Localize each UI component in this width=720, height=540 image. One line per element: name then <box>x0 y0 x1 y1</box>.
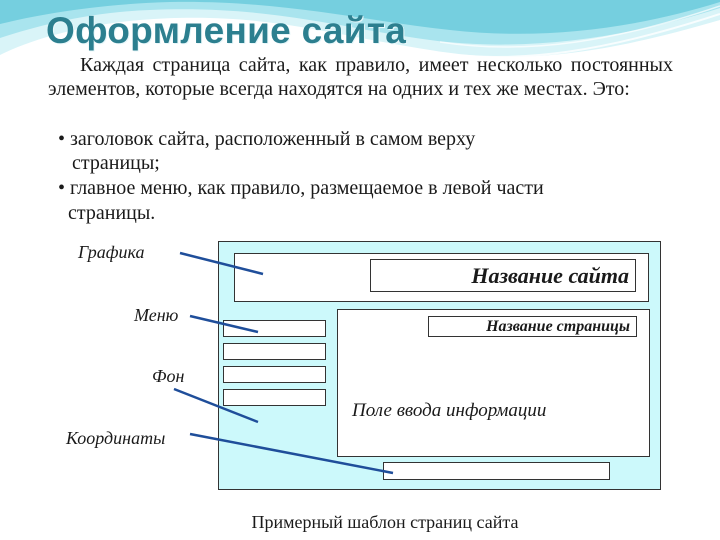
label-coordinates: Координаты <box>66 428 166 448</box>
template-input-field-label: Поле ввода информации <box>352 400 547 421</box>
template-menu-item <box>223 343 326 360</box>
template-site-name: Название сайта <box>370 259 636 292</box>
label-menu: Меню <box>134 305 179 325</box>
intro-paragraph: Каждая страница сайта, как правило, имее… <box>48 53 673 101</box>
diagram-caption: Примерный шаблон страниц сайта <box>251 512 519 532</box>
slide-title: Оформление сайта <box>46 10 407 51</box>
label-background: Фон <box>152 366 185 386</box>
template-page-name: Название страницы <box>428 316 637 337</box>
bullet-1-line-2: страницы; <box>72 152 160 174</box>
bullet-2-line-1: • главное меню, как правило, размещаемое… <box>58 177 544 199</box>
bullet-2-line-2: страницы. <box>68 202 156 224</box>
template-menu-item <box>223 320 326 337</box>
bullet-1-line-1: • заголовок сайта, расположенный в самом… <box>58 128 476 150</box>
template-coordinates-bar <box>383 462 610 480</box>
intro-paragraph-text: Каждая страница сайта, как правило, имее… <box>48 54 673 100</box>
template-menu-item <box>223 366 326 383</box>
decorative-waves <box>0 0 720 58</box>
label-graphics: Графика <box>78 242 145 262</box>
template-menu-item <box>223 389 326 406</box>
